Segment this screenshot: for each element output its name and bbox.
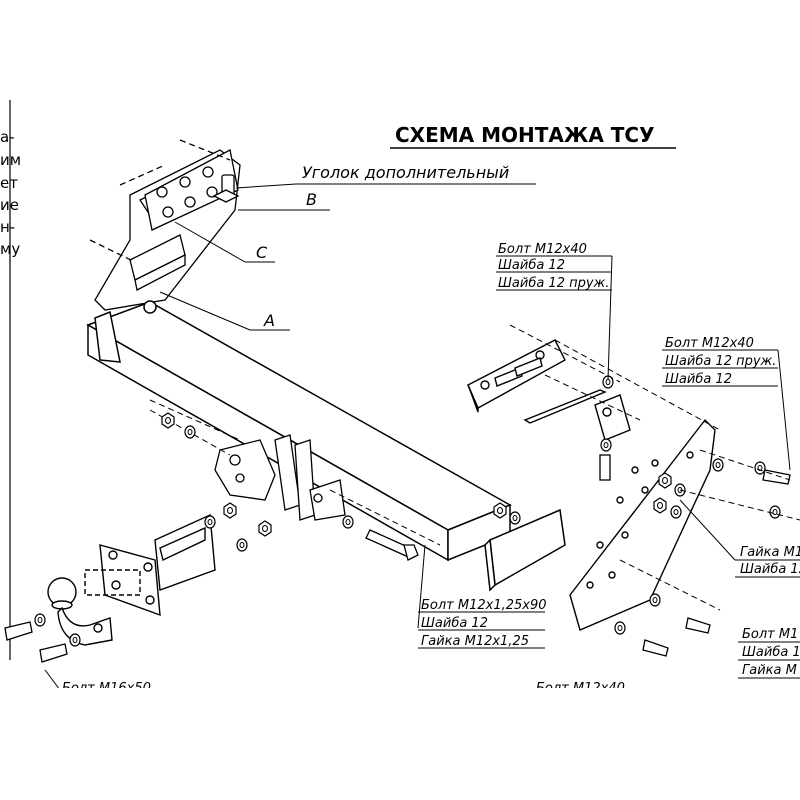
right-mid-label-1: Гайка М1 <box>740 545 800 560</box>
callout-group-top-center: Болт М12х40 Шайба 12 Шайба 12 пруж. <box>496 242 613 381</box>
bottom-blank-area <box>0 688 800 800</box>
callout-c: C <box>174 221 275 263</box>
bottom-center-label-2: Шайба 12 <box>421 616 488 631</box>
tow-ball-hitch <box>47 513 216 646</box>
beam-fasteners <box>161 412 521 561</box>
right-lower-label-1: Болт М1 <box>742 627 798 642</box>
label-c: C <box>256 243 268 262</box>
bottom-center-label-1: Болт М12х1,25х90 <box>421 598 547 613</box>
right-side-plate <box>467 339 716 631</box>
hitch-fasteners <box>4 502 272 691</box>
left-fragment-5: н- <box>0 218 15 236</box>
right-dashed-lines <box>509 324 800 611</box>
top-center-label-3: Шайба 12 пруж. <box>498 276 609 291</box>
left-fragment-2: им <box>0 151 21 169</box>
diagram-title: СХЕМА МОНТАЖА ТСУ <box>395 123 655 147</box>
main-crossbeam <box>86 300 566 592</box>
label-a: A <box>263 311 275 330</box>
right-lower-label-2: Шайба 12 <box>742 645 800 660</box>
top-left-bracket <box>89 139 241 311</box>
left-fragment-1: а- <box>0 128 15 146</box>
callout-group-right-mid: Гайка М1 Шайба 12 <box>679 499 800 578</box>
left-fragment-6: му <box>0 240 20 258</box>
right-mid-label-2: Шайба 12 <box>740 562 800 577</box>
left-text-fragments: а- им ет ие н- му <box>0 128 21 258</box>
callout-group-right-upper: Болт М12х40 Шайба 12 пруж. Шайба 12 <box>662 336 791 471</box>
callout-group-bottom-center: Болт М12х1,25х90 Шайба 12 Гайка М12х1,25 <box>417 544 547 649</box>
right-upper-label-2: Шайба 12 пруж. <box>665 354 776 369</box>
label-ugolok: Уголок дополнительный <box>302 163 509 182</box>
callout-ugolok: Уголок дополнительный <box>235 163 536 189</box>
top-center-label-2: Шайба 12 <box>498 258 565 273</box>
callout-group-right-lower: Болт М1 Шайба 12 Гайка М <box>738 627 800 679</box>
left-fragment-4: ие <box>0 196 19 214</box>
bottom-center-label-3: Гайка М12х1,25 <box>421 634 529 649</box>
top-center-label-1: Болт М12х40 <box>498 242 587 257</box>
left-fragment-3: ет <box>0 174 18 192</box>
right-upper-label-1: Болт М12х40 <box>665 336 754 351</box>
callout-a: A <box>159 291 290 331</box>
callout-b: B <box>238 190 330 211</box>
right-lower-label-3: Гайка М <box>742 663 797 678</box>
label-b: B <box>306 190 317 209</box>
right-upper-label-3: Шайба 12 <box>665 372 732 387</box>
